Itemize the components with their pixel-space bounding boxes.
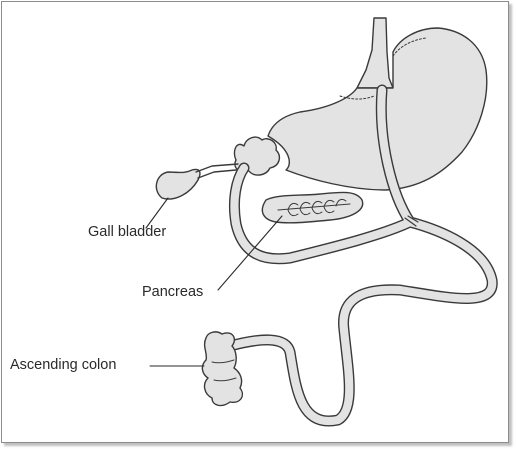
esophagus <box>356 17 394 89</box>
stomach-seam <box>392 37 427 57</box>
pointer-gall-bladder <box>145 197 169 229</box>
pointer-pancreas <box>217 215 283 291</box>
label-gall-bladder: Gall bladder <box>88 224 167 240</box>
colon-haustra <box>211 359 237 382</box>
ascending-colon <box>201 331 244 407</box>
label-pancreas: Pancreas <box>142 284 204 300</box>
junction-mark <box>404 215 419 227</box>
stomach-seam <box>339 95 375 100</box>
pancreatic-duct-branches <box>287 198 347 217</box>
bile-duct <box>195 163 239 173</box>
label-ascending-colon: Ascending colon <box>10 357 117 373</box>
gall-bladder <box>155 168 201 200</box>
bile-duct <box>197 169 237 179</box>
